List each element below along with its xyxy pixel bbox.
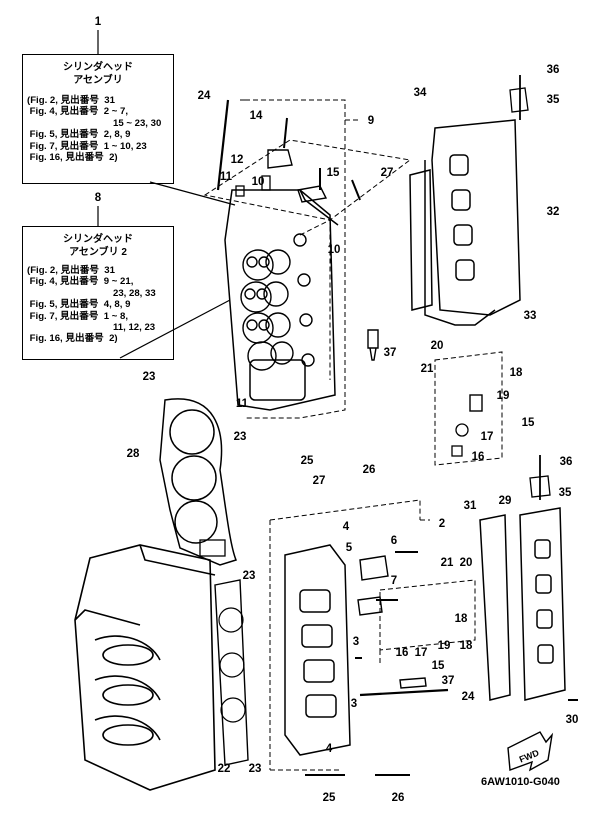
callout-33: 33 bbox=[523, 310, 537, 322]
callout-19: 19 bbox=[437, 640, 451, 652]
callout-18: 18 bbox=[454, 613, 468, 625]
callout-17: 17 bbox=[414, 647, 428, 659]
callout-19: 19 bbox=[496, 390, 510, 402]
callout-35: 35 bbox=[558, 487, 572, 499]
callout-16: 16 bbox=[471, 451, 485, 463]
callout-29: 29 bbox=[498, 495, 512, 507]
callout-18: 18 bbox=[459, 640, 473, 652]
assembly-8-ref: Fig. 16, 見出番号 2) bbox=[27, 333, 118, 345]
callout-27: 27 bbox=[312, 475, 326, 487]
assembly-8-ref: (Fig. 2, 見出番号 31 bbox=[27, 265, 115, 276]
callout-27: 27 bbox=[380, 167, 394, 179]
assembly-1-ref: 15 ~ 23, 30 bbox=[113, 117, 162, 129]
callout-3: 3 bbox=[350, 698, 358, 710]
diagram-code: 6AW1010-G040 bbox=[481, 776, 560, 788]
callout-21: 21 bbox=[420, 363, 434, 375]
callout-13: 14 bbox=[249, 110, 263, 122]
callout-23: 23 bbox=[248, 763, 262, 775]
callout-23: 23 bbox=[242, 570, 256, 582]
callout-7: 7 bbox=[390, 575, 398, 587]
assembly-1-title-2: アセンブリ bbox=[73, 75, 123, 86]
callout-14: 15 bbox=[326, 167, 340, 179]
callout-4: 4 bbox=[342, 521, 350, 533]
assembly-8-ref: Fig. 4, 見出番号 9 ~ 21, bbox=[27, 276, 134, 288]
assembly-1-ref: Fig. 4, 見出番号 2 ~ 7, bbox=[27, 106, 129, 118]
callout-32: 32 bbox=[546, 206, 560, 218]
assembly-1-title-1: シリンダヘッド bbox=[63, 62, 133, 73]
callout-11: 11 bbox=[219, 171, 233, 183]
callout-30: 31 bbox=[463, 500, 477, 512]
callout-5: 5 bbox=[345, 542, 353, 554]
callout-34: 34 bbox=[413, 87, 427, 99]
callout-15: 15 bbox=[521, 417, 535, 429]
callout-9: 9 bbox=[367, 115, 375, 127]
callout-28: 28 bbox=[126, 448, 140, 460]
callout-35: 35 bbox=[546, 94, 560, 106]
callout-18: 18 bbox=[509, 367, 523, 379]
callout-36: 36 bbox=[559, 456, 573, 468]
callout-17: 17 bbox=[480, 431, 494, 443]
callout-12: 12 bbox=[230, 154, 244, 166]
assembly-1-box: シリンダヘッド アセンブリ (Fig. 2, 見出番号 31 Fig. 4, 見… bbox=[22, 54, 174, 184]
assembly-1-ref: Fig. 16, 見出番号 2) bbox=[27, 152, 118, 164]
assembly-1-number: 1 bbox=[94, 16, 102, 28]
callout-23: 23 bbox=[233, 431, 247, 443]
callout-16: 16 bbox=[395, 647, 409, 659]
callout-36: 36 bbox=[546, 64, 560, 76]
assembly-8-ref: Fig. 5, 見出番号 4, 8, 9 bbox=[27, 299, 131, 311]
callout-31: 30 bbox=[565, 714, 579, 726]
assembly-8-ref: Fig. 7, 見出番号 1 ~ 8, bbox=[27, 310, 129, 322]
callout-6: 6 bbox=[390, 535, 398, 547]
callout-11: 11 bbox=[235, 398, 249, 410]
callout-10: 10 bbox=[251, 176, 265, 188]
fwd-label: FWD bbox=[518, 747, 541, 764]
callout-2: 2 bbox=[438, 518, 446, 530]
callout-25: 25 bbox=[322, 792, 336, 804]
assembly-8-title-2: アセンブリ 2 bbox=[69, 247, 127, 258]
assembly-8-ref: 11, 12, 23 bbox=[113, 322, 156, 334]
assembly-1-ref: Fig. 7, 見出番号 1 ~ 10, 23 bbox=[27, 140, 147, 152]
assembly-8-title-1: シリンダヘッド bbox=[63, 234, 133, 245]
callout-21: 21 bbox=[440, 557, 454, 569]
assembly-8-number: 8 bbox=[94, 192, 102, 204]
callout-25: 25 bbox=[300, 455, 314, 467]
callout-26: 26 bbox=[391, 792, 405, 804]
callout-3: 3 bbox=[352, 636, 360, 648]
callout-37: 37 bbox=[441, 675, 455, 687]
callout-37: 37 bbox=[383, 347, 397, 359]
callout-20: 20 bbox=[430, 340, 444, 352]
callout-24: 24 bbox=[197, 90, 211, 102]
callout-10: 10 bbox=[327, 244, 341, 256]
callout-22: 22 bbox=[217, 763, 231, 775]
callout-15: 15 bbox=[431, 660, 445, 672]
assembly-8-ref: 23, 28, 33 bbox=[113, 287, 156, 299]
assembly-1-ref: Fig. 5, 見出番号 2, 8, 9 bbox=[27, 129, 131, 141]
assembly-1-ref: (Fig. 2, 見出番号 31 bbox=[27, 95, 115, 106]
callout-24: 24 bbox=[461, 691, 475, 703]
callout-4: 4 bbox=[325, 743, 333, 755]
callout-23: 23 bbox=[142, 371, 156, 383]
callout-26: 26 bbox=[362, 464, 376, 476]
assembly-8-box: シリンダヘッド アセンブリ 2 (Fig. 2, 見出番号 31 Fig. 4,… bbox=[22, 226, 174, 360]
callout-20: 20 bbox=[459, 557, 473, 569]
